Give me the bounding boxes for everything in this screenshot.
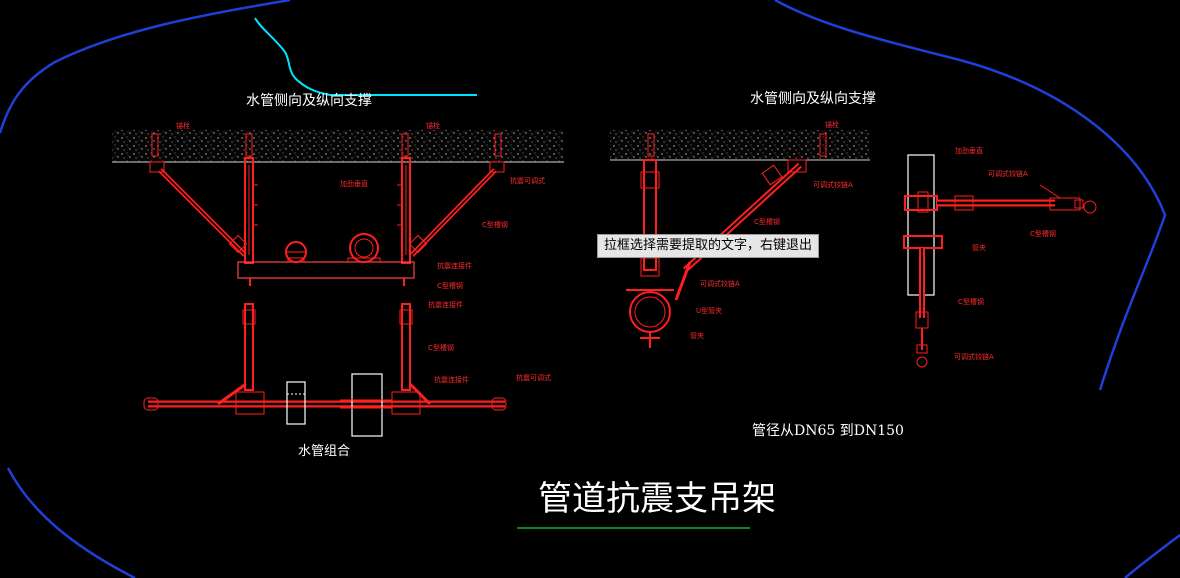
label-fr-c-steel-1: C型槽钢 <box>1030 229 1056 238</box>
label-connector-3: 抗震连接件 <box>434 375 469 384</box>
label-r-adjust-1: 可调式铰链A <box>813 180 853 189</box>
boundary-curve-left <box>0 0 291 134</box>
label-r-adjust-2: 可调式铰链A <box>700 279 740 288</box>
boundary-curve-left-bottom <box>6 467 136 578</box>
text-extract-tooltip: 拉框选择需要提取的文字，右键退出 <box>597 234 820 258</box>
concrete-slab-left <box>112 130 564 162</box>
label-u-clamp: U型管夹 <box>696 306 722 315</box>
left-seismic-support-drawing <box>112 130 564 437</box>
main-title: 管道抗震支吊架 <box>538 479 776 519</box>
left-section-title: 水管侧向及纵向支撑 <box>246 93 372 109</box>
label-adjust-bracket-1: 抗震可调式 <box>510 176 545 185</box>
label-connector-1: 抗震连接件 <box>437 261 472 270</box>
right-seismic-support-drawing <box>903 154 1097 368</box>
label-r-c-steel: C型槽钢 <box>754 217 780 226</box>
cyan-polyline <box>254 17 477 96</box>
label-anchor-1: 锚栓 <box>176 121 190 130</box>
label-connector-4: 抗震可调式 <box>516 373 551 382</box>
right-section-title: 水管侧向及纵向支撑 <box>750 91 876 107</box>
label-pipe-clamp: 管夹 <box>690 331 704 340</box>
label-c-steel-2: C型槽钢 <box>437 281 463 290</box>
label-anchor-3: 锚栓 <box>825 120 839 129</box>
label-fr-pipe-clamp: 管夹 <box>972 243 986 252</box>
label-fr-reinforce: 加劲垂直 <box>955 146 983 155</box>
label-fr-adjust-2: 可调式铰链A <box>954 352 994 361</box>
boundary-curve-right <box>774 0 1167 391</box>
middle-seismic-support-drawing <box>610 130 870 348</box>
label-connector-2: 抗震连接件 <box>428 300 463 309</box>
label-anchor-2: 锚栓 <box>426 121 440 130</box>
label-fr-adjust-1: 可调式铰链A <box>988 169 1028 178</box>
label-c-steel-1: C型槽钢 <box>482 220 508 229</box>
label-c-steel-3: C型槽钢 <box>428 343 454 352</box>
boundary-curve-right-bottom <box>1124 534 1180 578</box>
label-fr-c-steel-2: C型槽钢 <box>958 297 984 306</box>
label-reinforce: 加劲垂直 <box>340 179 368 188</box>
bottom-left-caption: 水管组合 <box>298 444 350 459</box>
pipe-range-text: 管径从DN65 到DN150 <box>752 423 904 439</box>
concrete-slab-middle <box>610 130 870 160</box>
